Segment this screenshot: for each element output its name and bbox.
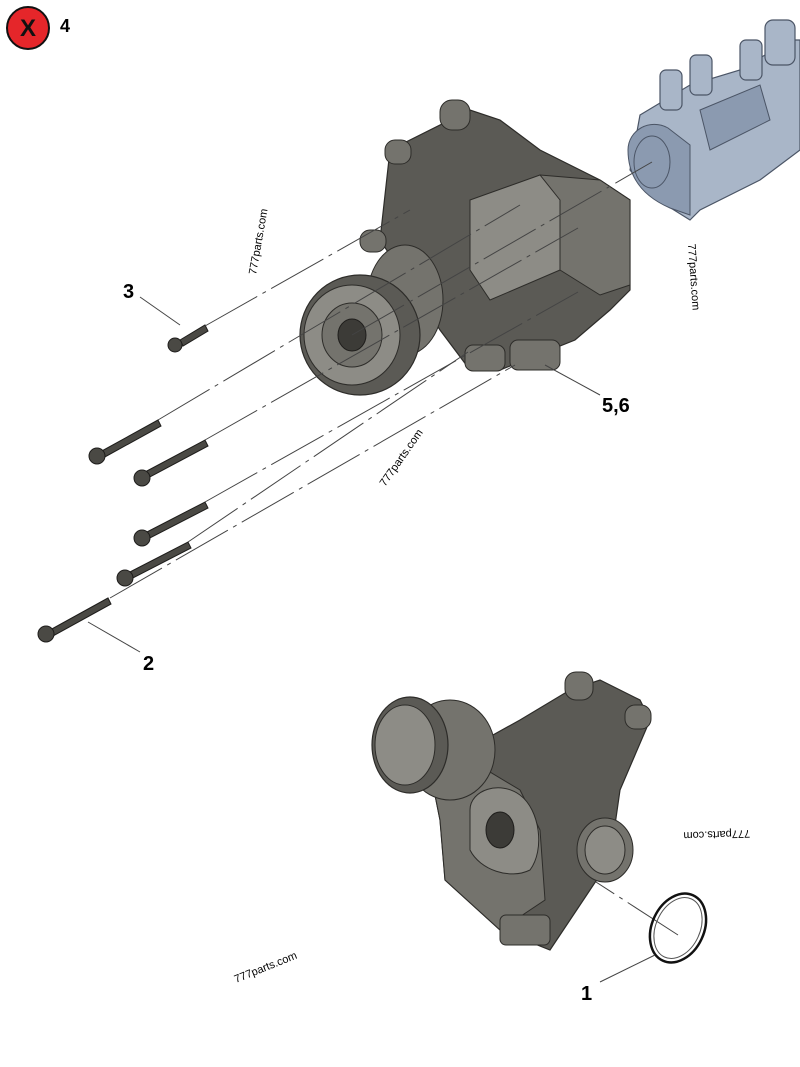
removed-status-badge: X 4 [6, 6, 70, 50]
watermark-bottom-left: 777parts.com [233, 950, 299, 986]
badge-number: 4 [60, 16, 70, 36]
blue-mating-housing [627, 19, 800, 221]
badge-symbol: X [20, 15, 36, 42]
bolt-long-c [133, 501, 209, 547]
watermark-top-left: 777parts.com [247, 208, 270, 276]
callout-5-6: 5,6 [602, 395, 630, 417]
bolt-long-a [88, 419, 162, 465]
water-pump-upper [299, 99, 631, 396]
watermark-top-right: 777parts.com [685, 243, 702, 310]
bolt-3 [167, 324, 209, 353]
callout-2: 2 [143, 653, 154, 675]
watermark-middle: 777parts.com [378, 427, 426, 488]
bolt-long-b [133, 439, 209, 487]
callout-3: 3 [123, 281, 134, 303]
o-ring-1 [648, 892, 708, 964]
callout-1: 1 [581, 983, 592, 1005]
bolt-long-d [116, 541, 192, 587]
watermark-right-lower: 777parts.com [683, 827, 750, 841]
callout-leaders [87, 296, 656, 983]
bolt-2 [37, 597, 112, 643]
water-pump-lower [371, 671, 652, 951]
close-icon [6, 6, 50, 50]
